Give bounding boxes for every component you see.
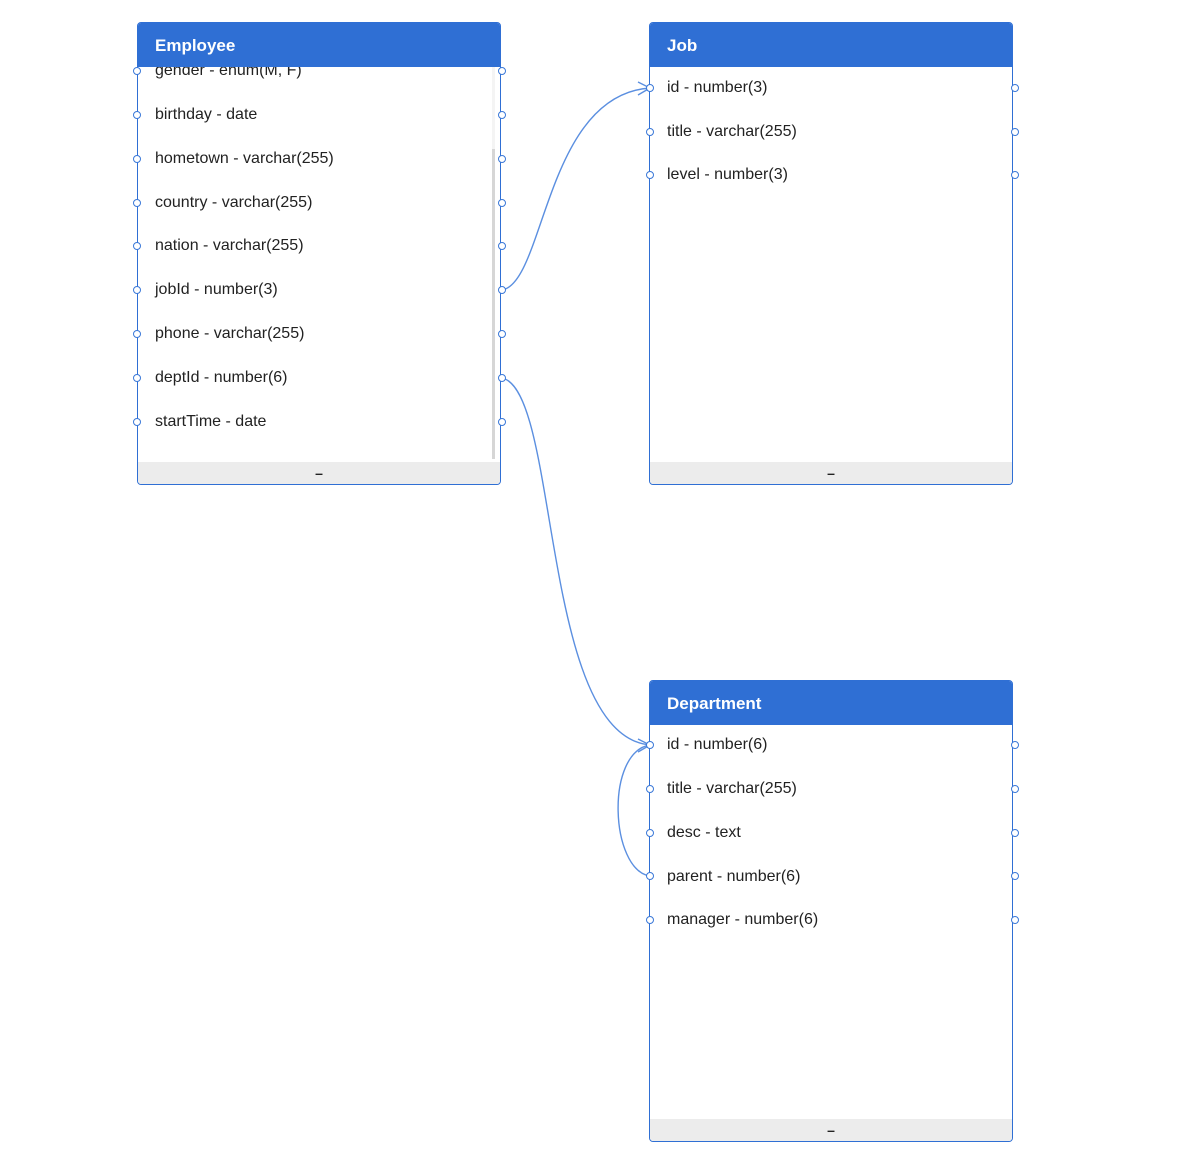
table-body: id - number(6) title - varchar(255) desc… [650, 725, 1012, 1119]
port-right-job-id[interactable] [1011, 84, 1019, 92]
port-right-dept-manager[interactable] [1011, 916, 1019, 924]
field-row-id[interactable]: id - number(6) [667, 736, 768, 753]
table-department[interactable]: Department id - number(6) title - varcha… [649, 680, 1013, 1142]
port-left-country[interactable] [133, 199, 141, 207]
port-right-dept-title[interactable] [1011, 785, 1019, 793]
field-row-deptid[interactable]: deptId - number(6) [155, 369, 288, 386]
table-body: gender - enum(M, F) birthday - date home… [138, 67, 500, 462]
field-row-parent[interactable]: parent - number(6) [667, 868, 801, 885]
field-row-jobid[interactable]: jobId - number(3) [155, 281, 278, 298]
port-left-job-id[interactable] [646, 84, 654, 92]
field-row-nation[interactable]: nation - varchar(255) [155, 237, 304, 254]
table-footer: – [650, 462, 1012, 484]
collapse-button[interactable]: – [315, 465, 323, 481]
relation-link-parent-to-department-id[interactable] [617, 744, 651, 877]
port-left-job-level[interactable] [646, 171, 654, 179]
port-right-dept-id[interactable] [1011, 741, 1019, 749]
relation-link-deptid-to-department-id[interactable] [501, 377, 651, 746]
table-body: id - number(3) title - varchar(255) leve… [650, 67, 1012, 462]
port-left-birthday[interactable] [133, 111, 141, 119]
field-row-gender[interactable]: gender - enum(M, F) [155, 67, 302, 79]
table-footer: – [138, 462, 500, 484]
port-left-gender[interactable] [133, 67, 141, 75]
port-right-country[interactable] [498, 199, 506, 207]
field-row-title[interactable]: title - varchar(255) [667, 123, 797, 140]
port-right-nation[interactable] [498, 242, 506, 250]
port-right-job-title[interactable] [1011, 128, 1019, 136]
field-row-manager[interactable]: manager - number(6) [667, 911, 819, 928]
port-left-dept-desc[interactable] [646, 829, 654, 837]
port-left-phone[interactable] [133, 330, 141, 338]
port-right-dept-desc[interactable] [1011, 829, 1019, 837]
field-row-hometown[interactable]: hometown - varchar(255) [155, 150, 334, 167]
collapse-button[interactable]: – [827, 465, 835, 481]
relation-link-jobid-to-job-id[interactable] [501, 87, 651, 291]
port-right-gender[interactable] [498, 67, 506, 75]
table-employee[interactable]: Employee gender - enum(M, F) birthday - … [137, 22, 501, 485]
field-row-country[interactable]: country - varchar(255) [155, 194, 313, 211]
port-left-dept-title[interactable] [646, 785, 654, 793]
port-left-dept-id[interactable] [646, 741, 654, 749]
scrollbar-thumb[interactable] [492, 149, 495, 459]
collapse-button[interactable]: – [827, 1122, 835, 1138]
table-title: Employee [155, 36, 236, 55]
field-row-id[interactable]: id - number(3) [667, 79, 768, 96]
field-row-starttime[interactable]: startTime - date [155, 413, 267, 430]
field-row-birthday[interactable]: birthday - date [155, 106, 258, 123]
port-left-job-title[interactable] [646, 128, 654, 136]
table-job[interactable]: Job id - number(3) title - varchar(255) … [649, 22, 1013, 485]
port-right-hometown[interactable] [498, 155, 506, 163]
port-right-deptid[interactable] [498, 374, 506, 382]
table-header-employee[interactable]: Employee [138, 23, 500, 67]
port-left-dept-manager[interactable] [646, 916, 654, 924]
table-header-job[interactable]: Job [650, 23, 1012, 67]
port-left-nation[interactable] [133, 242, 141, 250]
table-title: Job [667, 36, 698, 55]
port-right-birthday[interactable] [498, 111, 506, 119]
port-right-starttime[interactable] [498, 418, 506, 426]
port-right-dept-parent[interactable] [1011, 872, 1019, 880]
port-left-jobid[interactable] [133, 286, 141, 294]
field-row-desc[interactable]: desc - text [667, 824, 741, 841]
field-row-phone[interactable]: phone - varchar(255) [155, 325, 305, 342]
port-right-phone[interactable] [498, 330, 506, 338]
port-left-deptid[interactable] [133, 374, 141, 382]
table-header-department[interactable]: Department [650, 681, 1012, 725]
table-footer: – [650, 1119, 1012, 1141]
port-right-jobid[interactable] [498, 286, 506, 294]
port-left-starttime[interactable] [133, 418, 141, 426]
field-row-title[interactable]: title - varchar(255) [667, 780, 797, 797]
field-row-level[interactable]: level - number(3) [667, 166, 788, 183]
port-left-hometown[interactable] [133, 155, 141, 163]
table-title: Department [667, 694, 762, 713]
port-left-dept-parent[interactable] [646, 872, 654, 880]
port-right-job-level[interactable] [1011, 171, 1019, 179]
